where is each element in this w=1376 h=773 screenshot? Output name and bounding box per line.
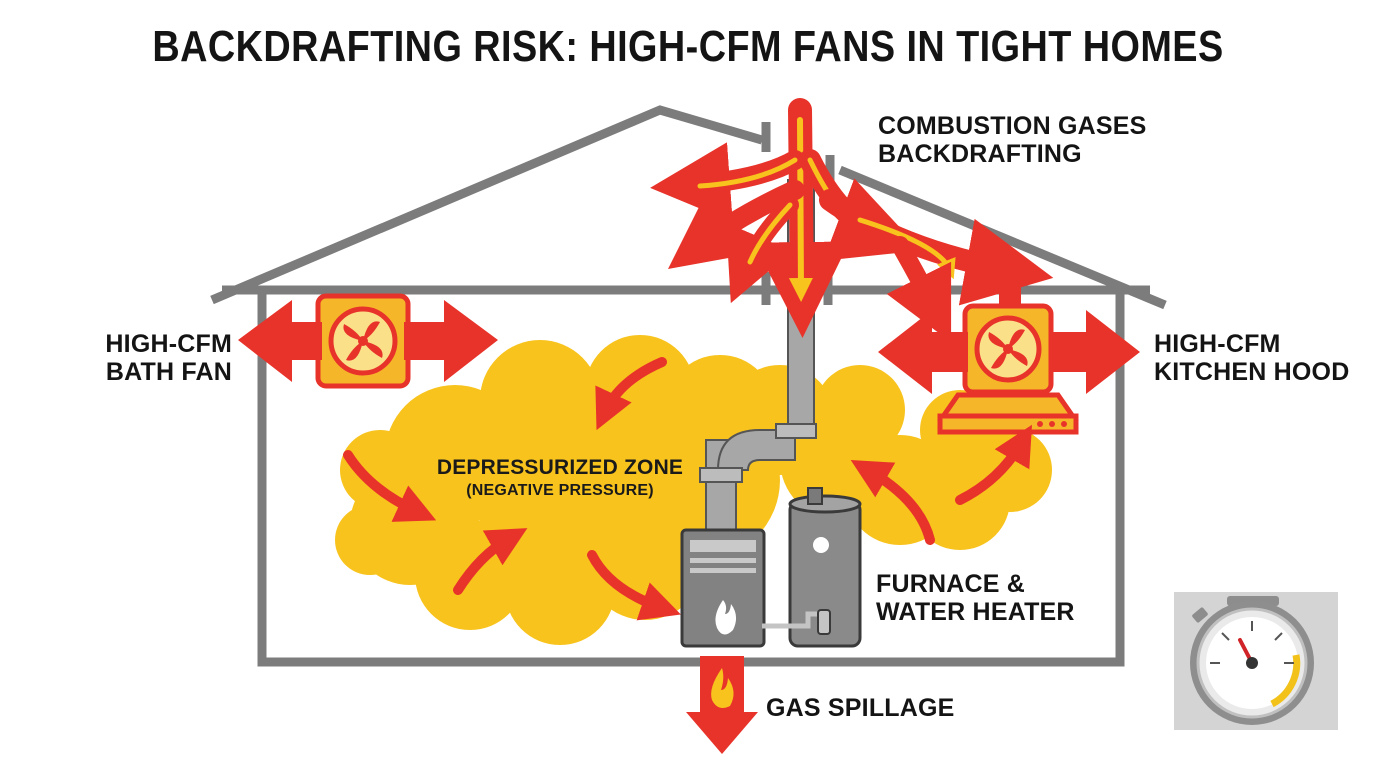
- combustion-label-line1: COMBUSTION GASES: [878, 112, 1147, 140]
- kitchen-hood-label-line1: HIGH-CFM: [1154, 330, 1281, 358]
- inflow-arrows: [343, 357, 1033, 621]
- appliances-label-line1: FURNACE &: [876, 570, 1026, 598]
- bath-fan-label-line1: HIGH-CFM: [105, 330, 232, 358]
- flame-icon: [711, 668, 734, 708]
- house-walls: [257, 292, 1125, 667]
- zone-label-line1: DEPRESSURIZED ZONE: [436, 456, 684, 479]
- bath-fan-arrows: [238, 300, 498, 382]
- kitchen-hood-label: HIGH-CFM KITCHEN HOOD: [1154, 330, 1349, 386]
- water-heater-icon: [762, 487, 862, 648]
- kitchen-hood-arrows: [878, 310, 1140, 394]
- kitchen-hood-label-line2: KITCHEN HOOD: [1154, 358, 1350, 386]
- furnace-icon: [680, 528, 766, 648]
- bath-fan-label: HIGH-CFM BATH FAN: [102, 330, 232, 386]
- zone-label-line2: (NEGATIVE PRESSURE): [466, 481, 654, 499]
- roof-left: [210, 105, 764, 305]
- combustion-label-line2: BACKDRAFTING: [878, 140, 1082, 168]
- combustion-label: COMBUSTION GASES BACKDRAFTING: [878, 112, 1147, 168]
- combustion-gas-arrows: [650, 98, 1054, 343]
- diagram-title: BACKDRAFTING RISK: HIGH-CFM FANS IN TIGH…: [152, 22, 1224, 71]
- zone-label: DEPRESSURIZED ZONE (NEGATIVE PRESSURE): [430, 456, 690, 499]
- appliances-label-line2: WATER HEATER: [876, 598, 1075, 626]
- bath-fan-icon: [315, 293, 411, 389]
- pressure-gauge-icon: [1174, 592, 1338, 730]
- bath-fan-label-line2: BATH FAN: [105, 358, 232, 386]
- gas-spillage-label: GAS SPILLAGE: [766, 694, 955, 722]
- gas-spillage-arrow: [686, 656, 758, 754]
- appliances-label: FURNACE & WATER HEATER: [876, 570, 1075, 626]
